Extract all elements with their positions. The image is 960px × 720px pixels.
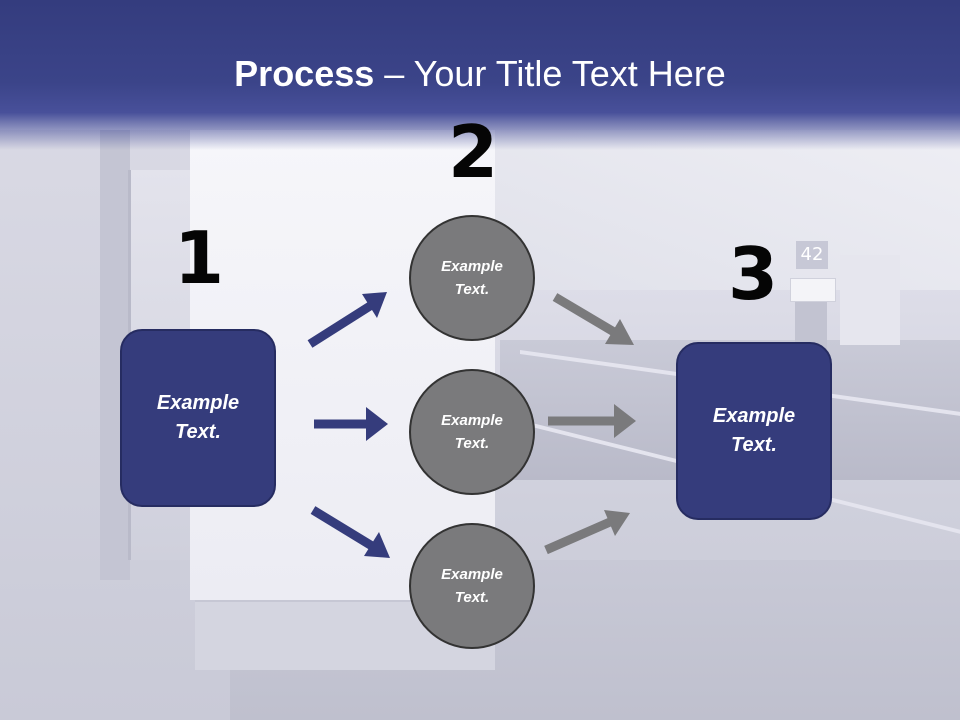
step-1-box[interactable]: Example Text. — [120, 329, 276, 507]
circle-text: Example Text. — [441, 566, 503, 606]
circle-text: Example Text. — [441, 412, 503, 452]
arrow-from-bottom-circle — [544, 510, 630, 555]
step-3-text: Example Text. — [712, 405, 796, 456]
arrow-from-top-circle — [552, 293, 634, 345]
step-1-text: Example Text. — [156, 392, 240, 443]
step-3-box[interactable]: Example Text. — [676, 342, 832, 520]
process-circle-top[interactable]: Example Text. — [409, 215, 535, 341]
arrow-from-middle-circle — [548, 404, 636, 438]
title-rest: – Your Title Text Here — [374, 53, 726, 94]
title-bold: Process — [234, 53, 375, 94]
arrow-to-middle-circle — [314, 407, 388, 441]
step-number-1: 1 — [173, 216, 225, 300]
process-circle-bottom[interactable]: Example Text. — [409, 523, 535, 649]
gate-sign: 42 — [796, 241, 828, 269]
arrow-to-bottom-circle — [310, 506, 390, 558]
header-band — [0, 0, 960, 150]
arrow-to-top-circle — [307, 292, 387, 348]
step-number-3: 3 — [727, 232, 779, 316]
process-circle-middle[interactable]: Example Text. — [409, 369, 535, 495]
step-number-2: 2 — [447, 110, 499, 194]
circle-text: Example Text. — [441, 258, 503, 298]
slide-title: Process – Your Title Text Here — [0, 52, 960, 96]
